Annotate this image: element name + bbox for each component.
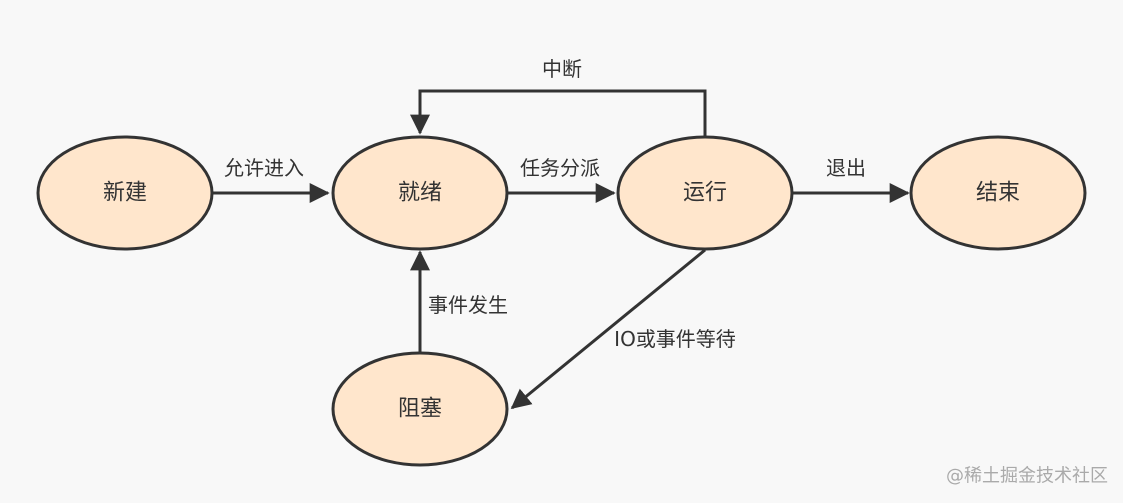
state-new-label: 新建 (103, 181, 147, 206)
state-new: 新建 (36, 135, 214, 251)
state-blocked-label: 阻塞 (398, 397, 442, 422)
label-interrupt: 中断 (542, 57, 582, 81)
label-dispatch: 任务分派 (520, 156, 600, 180)
state-ready: 就绪 (331, 135, 509, 251)
edge-interrupt (410, 89, 707, 136)
state-ready-label: 就绪 (398, 181, 442, 206)
label-exit: 退出 (826, 156, 866, 180)
label-io-wait: IO或事件等待 (614, 327, 736, 351)
label-event-occurs: 事件发生 (428, 293, 508, 317)
state-running-label: 运行 (683, 181, 727, 206)
state-running: 运行 (616, 135, 794, 251)
state-blocked: 阻塞 (331, 351, 509, 467)
state-terminated: 结束 (909, 135, 1087, 251)
state-terminated-label: 结束 (976, 181, 1020, 206)
watermark: @稀土掘金技术社区 (946, 466, 1108, 487)
edge-io-wait (510, 248, 706, 410)
label-admit: 允许进入 (224, 156, 304, 180)
